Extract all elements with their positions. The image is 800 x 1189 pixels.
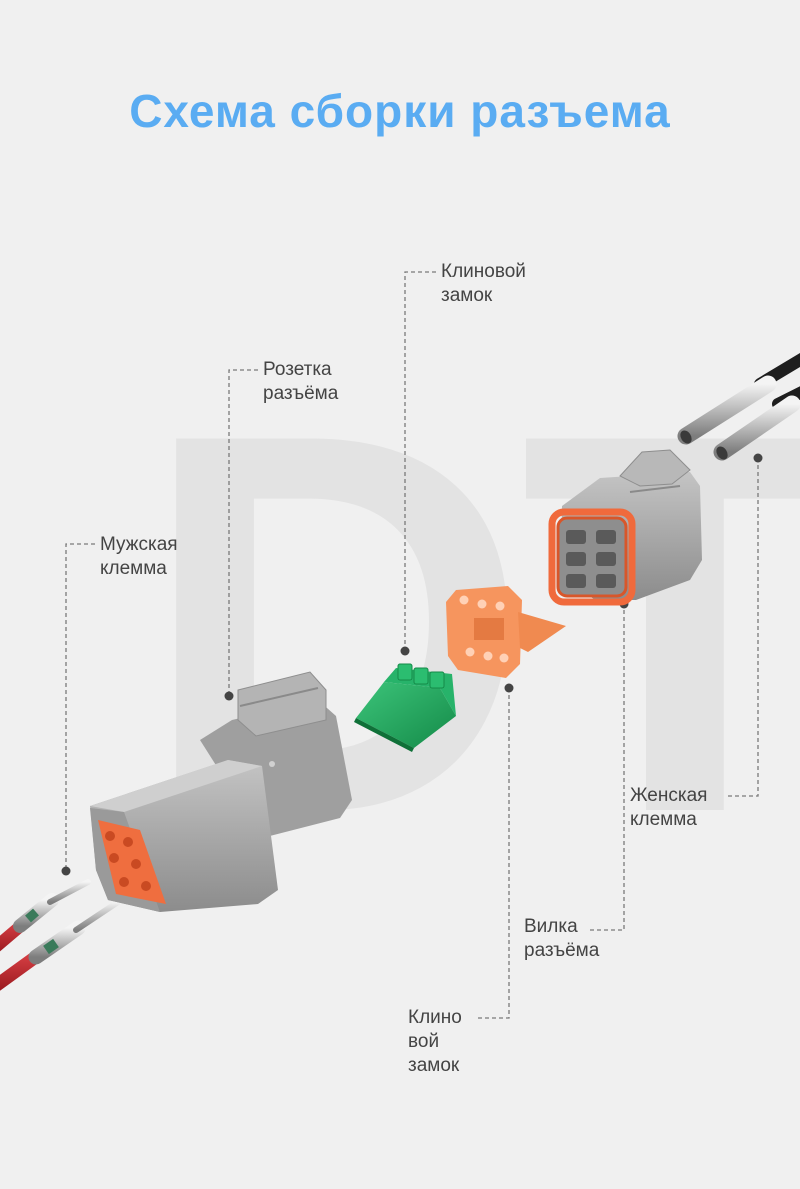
dot-female-terminal: [753, 453, 763, 463]
leader-line-receptacle: [228, 369, 258, 695]
label-plug: Вилка разъёма: [524, 916, 600, 961]
receptacle-body: [90, 671, 352, 912]
orange-wedge-lock: [446, 586, 566, 678]
label-male-terminal: Мужская клемма: [100, 534, 178, 579]
dot-receptacle: [224, 691, 234, 701]
label-wedge-lock-top: Клиновой замок: [441, 261, 526, 306]
leader-line-wedge-lock-top: [404, 271, 436, 650]
male-terminals: [0, 879, 121, 991]
leader-dots: [61, 453, 763, 876]
label-receptacle: Розетка разъёма: [263, 359, 339, 404]
label-female-terminal: Женская клемма: [630, 785, 708, 830]
green-wedge-lock: [354, 663, 456, 752]
page-title: Схема сборки разъема: [129, 85, 671, 137]
leader-lines: [65, 271, 759, 1019]
leader-line-female-terminal: [728, 458, 759, 797]
leader-line-wedge-lock-bottom: [478, 688, 510, 1019]
plug-body: [548, 449, 702, 606]
dot-wedge-lock-bottom: [504, 683, 514, 693]
female-terminals: [677, 353, 800, 461]
dot-male-terminal: [61, 866, 71, 876]
leader-line-male-terminal: [65, 543, 95, 870]
label-wedge-lock-bottom: Клино вой замок: [408, 1007, 462, 1076]
dot-wedge-lock-top: [400, 646, 410, 656]
